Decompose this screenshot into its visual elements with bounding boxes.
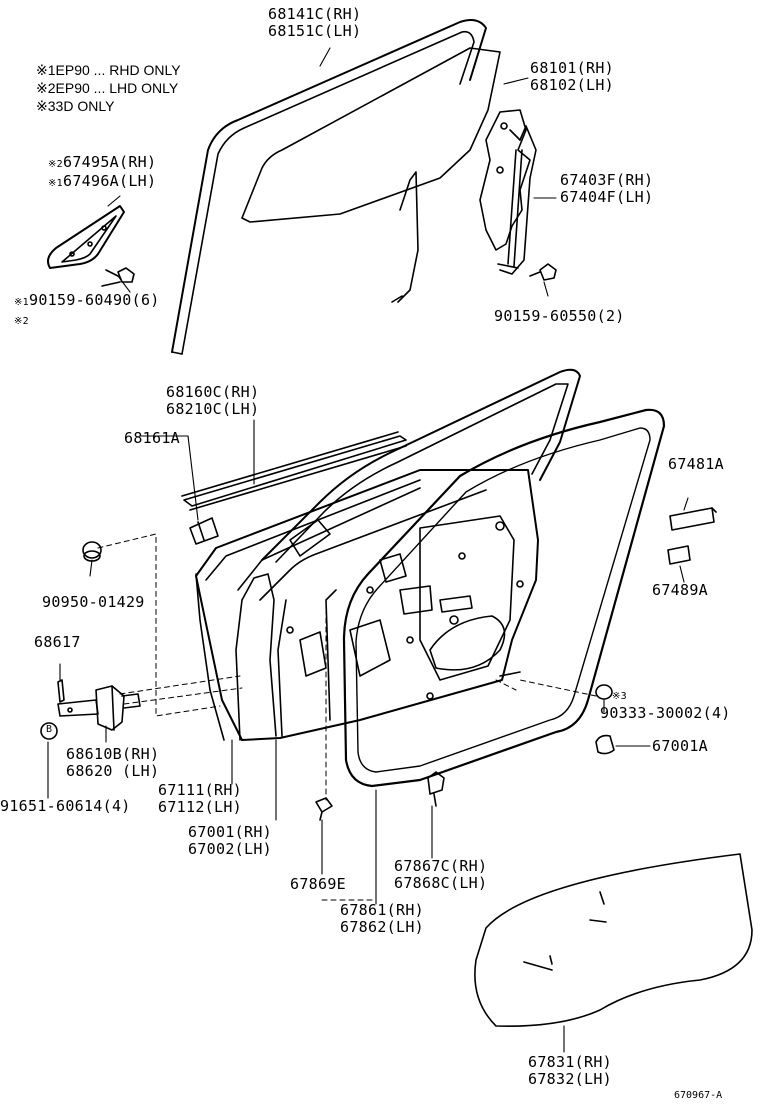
- bolt-marker: [40, 722, 58, 740]
- legend-note-3: ※33D ONLY: [36, 98, 114, 115]
- label-67861: 67861(RH) 67862(LH): [340, 901, 424, 936]
- moulding-clip: [189, 517, 219, 545]
- label-90950-01429: 90950-01429: [42, 593, 145, 611]
- hinge-pin: [57, 679, 65, 703]
- label-67831: 67831(RH) 67832(LH): [528, 1053, 612, 1088]
- front-door-panel: [195, 469, 539, 741]
- dashed-guide-lines: [97, 533, 597, 901]
- label-67403f: 67403F(RH) 67404F(LH): [560, 171, 654, 206]
- inner-panel-details: [286, 515, 524, 700]
- legend-text-1: EP90 ... RHD ONLY: [55, 62, 181, 78]
- label-68161a: 68161A: [124, 429, 180, 447]
- leader-lines: [47, 47, 689, 1053]
- label-67111: 67111(RH) 67112(LH): [158, 781, 242, 816]
- label-90333-30002: ※3 90333-30002(4): [600, 691, 731, 722]
- o-ring: [595, 684, 613, 700]
- door-weatherstrip: [342, 408, 666, 788]
- window-regulator: [479, 109, 537, 275]
- panel-screw: [315, 797, 333, 821]
- door-hinge: [57, 685, 141, 731]
- frame-cover-screw: [101, 267, 135, 287]
- diagram-code: 670967-A: [674, 1090, 723, 1101]
- door-seal-pieces: [667, 507, 717, 565]
- legend-note-2: ※2EP90 ... LHD ONLY: [36, 80, 178, 97]
- label-91651-60614: 91651-60614(4): [0, 797, 131, 815]
- label-67001: 67001(RH) 67002(LH): [188, 823, 272, 858]
- legend-text-3: 3D ONLY: [55, 98, 115, 114]
- label-68617: 68617: [34, 633, 81, 651]
- legend-note-1: ※1EP90 ... RHD ONLY: [36, 62, 181, 79]
- label-67867c: 67867C(RH) 67868C(LH): [394, 857, 488, 892]
- frame-cover: [47, 205, 125, 269]
- label-68101: 68101(RH) 68102(LH): [530, 59, 614, 94]
- legend-mark-1: ※1: [36, 62, 56, 78]
- label-67869e: 67869E: [290, 875, 346, 893]
- label-90159-60490: ※190159-60490(6) ※2: [14, 291, 160, 328]
- label-90159-60550: 90159-60550(2): [494, 307, 625, 325]
- label-68160c: 68160C(RH) 68210C(LH): [166, 383, 260, 418]
- service-hole-cover: [474, 853, 753, 1027]
- door-frame-upper: [261, 368, 581, 563]
- bolt-marker-letter: B: [45, 724, 53, 735]
- legend-mark-3: ※3: [36, 98, 56, 114]
- hole-plug: [82, 541, 102, 562]
- legend-mark-2: ※2: [36, 80, 56, 96]
- regulator-bolt: [529, 263, 557, 281]
- belt-moulding: [181, 431, 407, 511]
- label-67001a: 67001A: [652, 737, 708, 755]
- label-67481a: 67481A: [668, 455, 724, 473]
- label-68610b: 68610B(RH) 68620 (LH): [66, 745, 160, 780]
- label-68141c: 68141C(RH) 68151C(LH): [268, 5, 362, 40]
- glass-run-channel: [171, 19, 487, 355]
- legend-text-2: EP90 ... LHD ONLY: [55, 80, 179, 96]
- label-67495a: ※267495A(RH) ※167496A(LH): [48, 153, 157, 190]
- door-glass: [241, 47, 501, 303]
- weatherstrip-clip: [427, 771, 445, 807]
- label-67489a: 67489A: [652, 581, 708, 599]
- bumper-cap: [595, 734, 615, 755]
- weatherstrip-front: [195, 573, 225, 741]
